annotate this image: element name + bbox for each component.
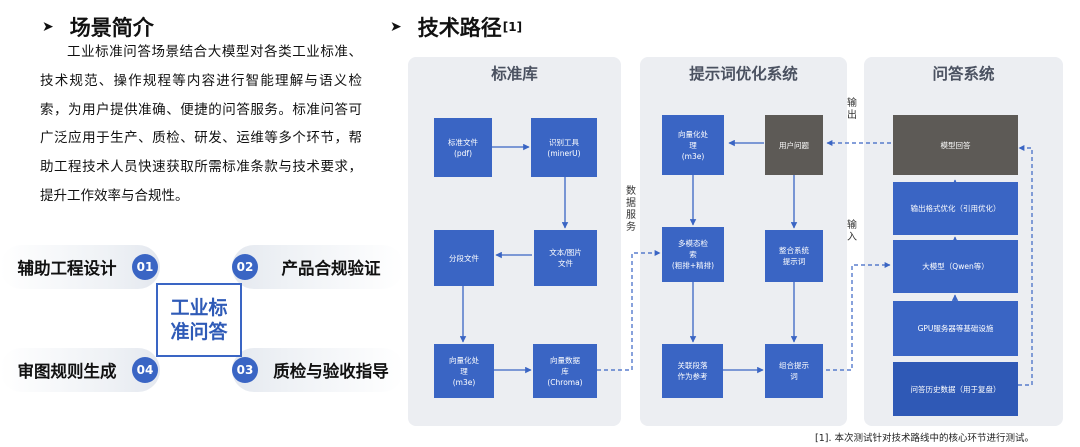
label-input: 输 入 <box>847 220 857 243</box>
section-title-text: 技术路径 <box>417 16 502 40</box>
node-qa-history: 问答历史数据（用于复盘） <box>893 362 1018 416</box>
label-output: 输 出 <box>847 98 857 121</box>
node-multimodal-retrieval: 多模态检 索 (粗排+精排) <box>662 227 724 282</box>
node-label: 分段文件 <box>449 253 479 263</box>
node-text-image-file: 文本/图片 文件 <box>534 230 597 286</box>
center-title-box: 工业标准问答 <box>156 283 242 357</box>
app-pill-compliance: 产品合规验证 <box>232 245 404 289</box>
node-gpu-infrastructure: GPU服务器等基础设施 <box>893 301 1018 356</box>
app-label: 质检与验收指导 <box>273 362 389 381</box>
center-title-line: 准问答 <box>170 321 228 343</box>
node-label: 用户问题 <box>779 140 809 150</box>
node-label: 向量化处 理 (m3e) <box>449 355 479 387</box>
label-data-service: 数 据 服 务 <box>626 186 636 233</box>
node-vector-database: 向量数据 库 (Chroma) <box>533 344 597 398</box>
node-related-paragraphs: 关联段落 作为参考 <box>662 344 723 398</box>
app-number-badge: 01 <box>132 254 158 280</box>
node-label: 向量数据 库 (Chroma) <box>547 355 583 387</box>
node-label: 向量化处 理 (m3e) <box>678 129 708 161</box>
app-number-badge: 03 <box>232 357 258 383</box>
node-recognition-tool: 识别工具 (minerU) <box>531 118 597 177</box>
app-label: 产品合规验证 <box>281 259 381 278</box>
node-label: 问答历史数据（用于复盘） <box>910 384 1001 394</box>
node-label: GPU服务器等基础设施 <box>917 324 994 333</box>
section-title-tech-path: ➤ 技术路径[1] <box>390 12 522 42</box>
app-number-badge: 02 <box>232 254 258 280</box>
section-title-text: 场景简介 <box>69 16 154 40</box>
arrow-marker-icon: ➤ <box>42 19 54 35</box>
panel-title: 提示词优化系统 <box>689 65 798 83</box>
footnote-ref: [1] <box>502 20 523 34</box>
node-output-format-optimization: 输出格式优化（引用优化） <box>893 182 1018 235</box>
node-label: 文本/图片 文件 <box>549 248 582 268</box>
intro-paragraph: 工业标准问答场景结合大模型对各类工业标准、技术规范、操作规程等内容进行智能理解与… <box>40 44 362 204</box>
node-large-model: 大模型（Qwen等） <box>893 240 1018 293</box>
node-combined-prompt: 组合提示 词 <box>765 344 823 398</box>
node-label: 标准文件 (pdf) <box>448 137 478 158</box>
node-label: 整合系统 提示词 <box>779 246 809 266</box>
center-title-line: 工业标 <box>170 297 228 319</box>
node-integrate-system-prompt: 整合系统 提示词 <box>765 230 823 282</box>
app-pill-quality-inspection: 质检与验收指导 <box>232 348 404 392</box>
node-model-answer: 模型回答 <box>893 115 1018 175</box>
panel-title: 标准库 <box>491 65 538 83</box>
node-label: 多模态检 索 (粗排+精排) <box>671 239 715 270</box>
node-segmented-file: 分段文件 <box>434 230 494 286</box>
app-label: 辅助工程设计 <box>17 259 117 278</box>
section-title-scenario: ➤ 场景简介 <box>42 12 154 42</box>
node-label: 组合提示 词 <box>779 361 809 381</box>
node-vectorization-library: 向量化处 理 (m3e) <box>434 344 494 398</box>
node-vectorization-prompt: 向量化处 理 (m3e) <box>662 115 724 175</box>
footnote: [1]. 本次测试针对技术路线中的核心环节进行测试。 <box>815 433 1034 444</box>
arrow-marker-icon: ➤ <box>390 19 402 35</box>
node-label: 输出格式优化（引用优化） <box>910 204 1001 213</box>
node-user-question: 用户问题 <box>765 115 823 175</box>
node-label: 模型回答 <box>940 140 971 150</box>
panel-title: 问答系统 <box>932 65 995 83</box>
node-standard-file: 标准文件 (pdf) <box>434 118 492 177</box>
node-label: 识别工具 (minerU) <box>547 137 581 158</box>
app-label: 审图规则生成 <box>17 362 117 381</box>
node-label: 大模型（Qwen等） <box>922 262 989 271</box>
node-label: 关联段落 作为参考 <box>677 361 708 381</box>
app-number-badge: 04 <box>132 357 158 383</box>
